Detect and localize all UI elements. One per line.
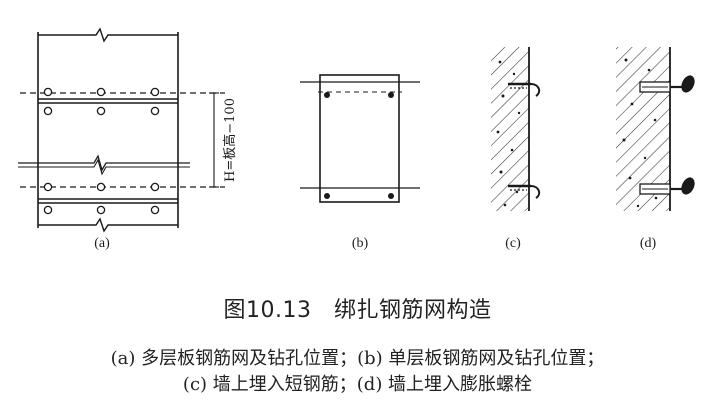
figure-title: 图10.13 绑扎钢筋网构造 [223,298,492,323]
short-rebar-icon [508,82,541,97]
panel-b-label: (b) [352,236,369,251]
dimension-marker [209,92,219,188]
drill-holes [324,92,394,199]
panel-d-expansion-bolt: (d) [616,47,695,251]
short-rebar-icon [508,184,541,199]
dimension-label: H=板高−100 [222,98,238,182]
figure-caption-line-2: (c) 墙上埋入短钢筋；(d) 墙上埋入膨胀螺栓 [182,374,533,395]
expansion-bolt-icon [639,177,695,195]
panel-b-single-mesh: (b) [300,74,420,251]
panel-a-multilayer-mesh: H=板高−100 (a) [18,27,238,251]
figure-caption-line-1: (a) 多层板钢筋网及钻孔位置；(b) 单层板钢筋网及钻孔位置； [110,348,605,369]
panel-a-label: (a) [94,236,110,251]
panel-c-label: (c) [505,236,521,251]
panel-d-label: (d) [640,236,657,251]
drill-holes [43,87,160,215]
panel-c-short-rebar: (c) [491,47,541,251]
expansion-bolt-icon [639,75,695,93]
